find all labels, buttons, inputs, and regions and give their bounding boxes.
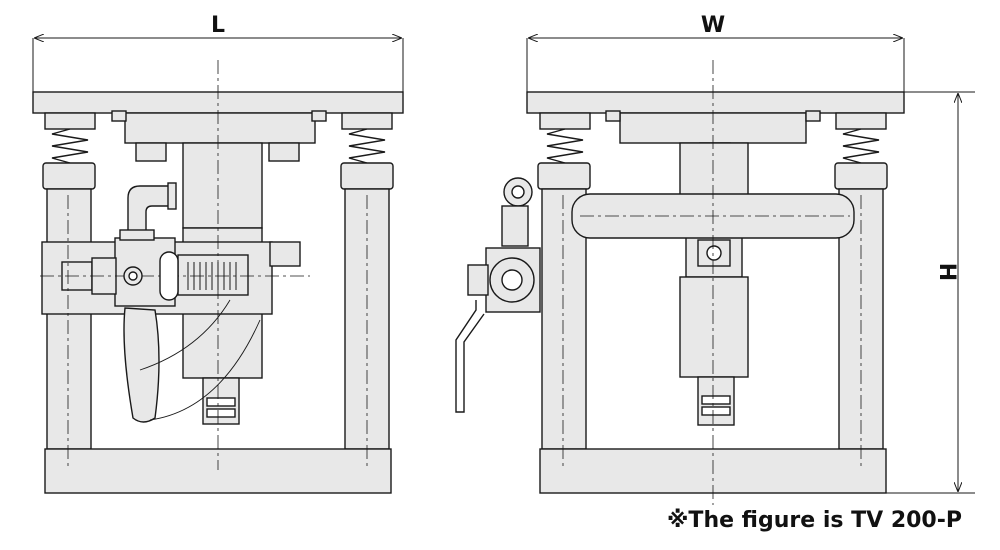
front-view [455, 38, 975, 505]
top-mount-block [124, 112, 316, 144]
base-plate [44, 448, 392, 494]
length-dimension-line [32, 38, 404, 92]
width-dimension-line [526, 38, 905, 92]
leg-left [46, 188, 92, 450]
width-label: W [701, 13, 725, 38]
spring-left [51, 128, 89, 164]
elbow-fitting [127, 185, 173, 243]
valve-handle [123, 307, 160, 423]
length-label: L [211, 13, 225, 38]
top-plate-front [526, 91, 905, 114]
cylinder-upper [182, 142, 263, 229]
height-dimension-line [886, 91, 975, 494]
side-view [32, 38, 404, 494]
figure-caption: ※The figure is TV 200-P [667, 508, 962, 533]
spring-right [348, 128, 386, 164]
height-label: H [934, 263, 959, 281]
